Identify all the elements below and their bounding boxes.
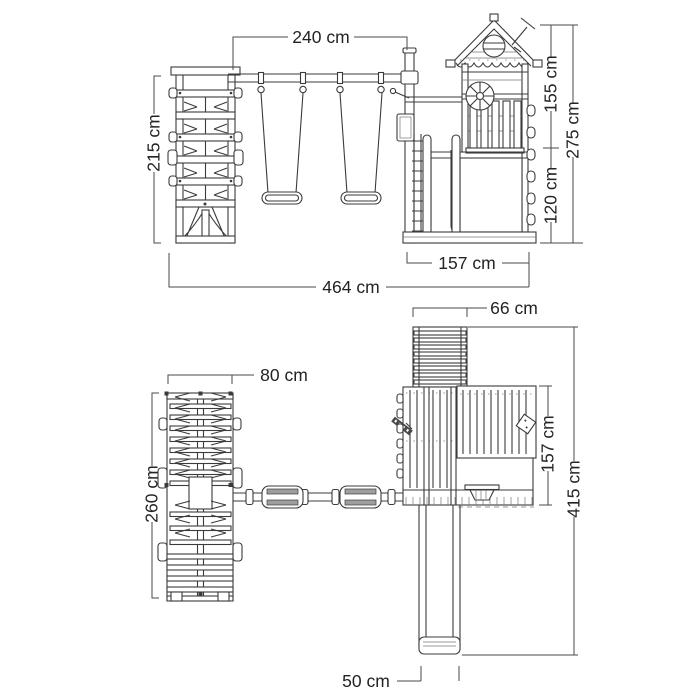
swing-seat-plan-right xyxy=(339,485,382,509)
top-plan-view: 80 cm 260 cm 66 cm 157 cm 415 cm 50 cm xyxy=(142,298,584,691)
tower-base xyxy=(402,231,537,244)
dim-label-platform-height: 120 cm xyxy=(541,167,561,224)
swing-beam xyxy=(228,71,412,94)
roof-hatch-window xyxy=(515,413,537,435)
tower-front xyxy=(389,13,543,244)
dim-label-slide-width: 50 cm xyxy=(342,671,390,691)
tower-cabin xyxy=(461,63,529,233)
lower-panel xyxy=(459,157,523,233)
dim-label-climbing-frame-width: 80 cm xyxy=(260,365,308,385)
dim-slide-width: 50 cm xyxy=(342,666,460,691)
dim-tower-depth: 157 cm xyxy=(538,385,558,506)
dim-label-swing-beam-width: 240 cm xyxy=(292,27,349,47)
climbing-stones xyxy=(526,104,536,226)
climbing-stones-plan xyxy=(396,393,404,479)
dim-climbing-frame-width: 80 cm xyxy=(167,365,308,385)
swing-left xyxy=(260,92,304,205)
dim-climbing-frame-height: 215 cm xyxy=(144,75,164,244)
dim-label-climbing-frame-depth: 260 cm xyxy=(142,465,162,522)
climbing-frame-front xyxy=(167,66,244,244)
swing-beam-plan xyxy=(233,485,404,509)
dim-upper-height: 155 cm xyxy=(540,24,578,149)
dim-label-total-width: 464 cm xyxy=(322,277,379,297)
slide-front xyxy=(421,134,461,238)
telescope-icon xyxy=(511,17,536,53)
roof-porthole-window xyxy=(482,34,506,58)
dim-ladder-width: 66 cm xyxy=(412,298,538,318)
tower-plan xyxy=(391,326,537,655)
dim-total-depth: 415 cm xyxy=(462,326,584,656)
balustrade xyxy=(465,100,525,154)
dim-platform-height: 120 cm xyxy=(541,148,561,243)
dim-swing-beam-width: 240 cm xyxy=(232,27,408,70)
dim-total-height: 275 cm xyxy=(540,25,583,244)
swing-right xyxy=(339,92,383,205)
front-elevation-view: 240 cm 215 cm 155 cm 120 cm 275 cm 157 c… xyxy=(144,13,583,297)
dim-label-tower-width: 157 cm xyxy=(438,253,495,273)
dim-label-climbing-frame-height: 215 cm xyxy=(144,114,164,171)
steering-wheel-icon xyxy=(465,81,495,111)
tower-roof xyxy=(445,13,543,68)
dim-label-tower-depth: 157 cm xyxy=(538,415,558,472)
ladder-plan xyxy=(412,326,468,388)
dim-total-width: 464 cm xyxy=(168,253,529,297)
dim-label-total-depth: 415 cm xyxy=(564,460,584,517)
ladder-front xyxy=(412,134,423,242)
climbing-frame-plan xyxy=(157,391,243,602)
swing-seat-plan-left xyxy=(261,485,304,509)
dim-label-upper-height: 155 cm xyxy=(541,55,561,112)
roof-plan xyxy=(456,385,537,459)
dim-label-total-height: 275 cm xyxy=(563,101,583,158)
bench-plan xyxy=(464,484,500,501)
slide-plan xyxy=(418,505,461,655)
dim-tower-width: 157 cm xyxy=(406,252,530,287)
dim-climbing-frame-depth: 260 cm xyxy=(142,392,162,599)
dim-label-ladder-width: 66 cm xyxy=(490,298,538,318)
